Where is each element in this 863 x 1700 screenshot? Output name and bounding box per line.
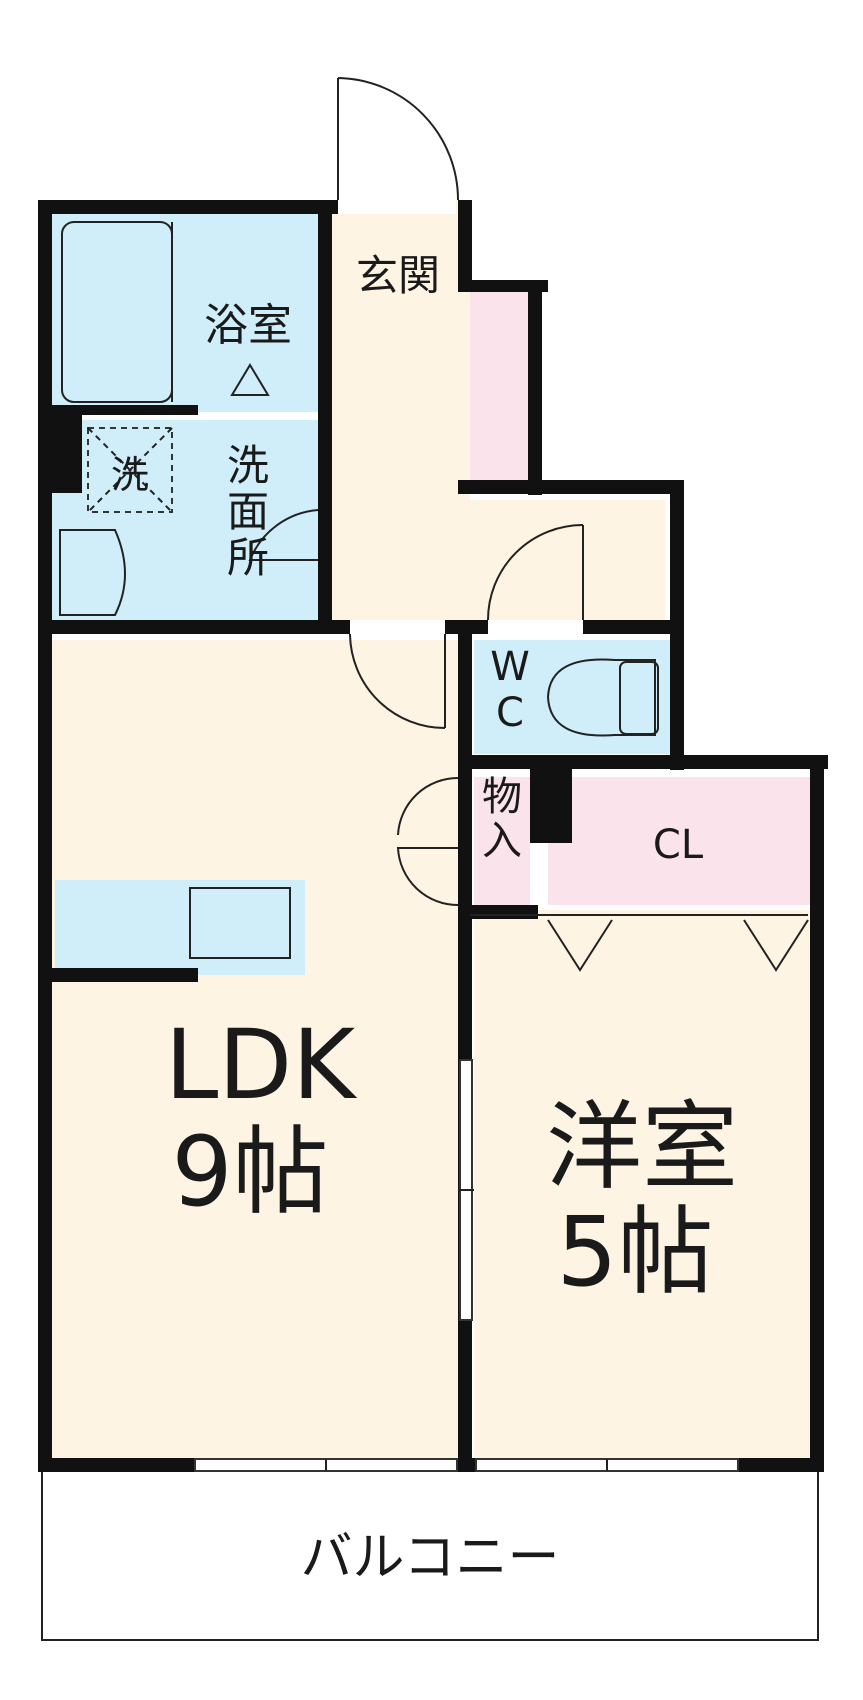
- ldk-size-label: 9帖: [171, 1116, 328, 1228]
- closet-label: CL: [653, 822, 704, 868]
- western-room-floor: [474, 910, 810, 1458]
- washroom-label: 洗面所: [227, 441, 269, 582]
- laundry-pan: [87, 427, 173, 513]
- toilet-door-swing: [487, 524, 584, 621]
- entrance-door-swing: [337, 77, 459, 201]
- entrance-floor: [330, 200, 470, 300]
- closet-floor: [548, 777, 810, 905]
- ldk-name-label: LDK: [165, 1009, 357, 1121]
- bath-label: 浴室: [204, 300, 292, 351]
- ldk-door-opening: [350, 620, 445, 634]
- western-name-label: 洋室: [546, 1091, 738, 1203]
- closet-door-swing: [547, 919, 809, 972]
- balcony-label: バルコニー: [301, 1528, 560, 1588]
- bath-door-swing: [230, 363, 270, 396]
- storage-door-swing: [396, 776, 459, 907]
- entrance-label: 玄関: [356, 251, 440, 300]
- kitchen-sink: [189, 887, 291, 959]
- western-size-label: 5帖: [556, 1196, 713, 1308]
- shoe-storage-floor: [470, 285, 530, 485]
- entrance-door-opening: [338, 200, 456, 214]
- toilet-bowl: [546, 658, 656, 737]
- hall-floor: [330, 300, 470, 630]
- ldk-door-swing: [349, 633, 446, 729]
- wash-basin: [59, 529, 126, 616]
- kitchen-counter: [55, 880, 305, 975]
- washroom-floor: [50, 420, 320, 625]
- laundry-label: 洗: [111, 453, 149, 497]
- washroom-door-swing: [248, 509, 319, 561]
- storage-floor: [474, 777, 530, 905]
- ldk-floor: [50, 640, 462, 1458]
- hall-floor-east: [465, 500, 665, 630]
- balcony-outline: [41, 1472, 819, 1641]
- toilet-door-opening: [488, 620, 583, 634]
- bath-floor: [50, 200, 320, 412]
- storage-label: 物入: [482, 774, 522, 864]
